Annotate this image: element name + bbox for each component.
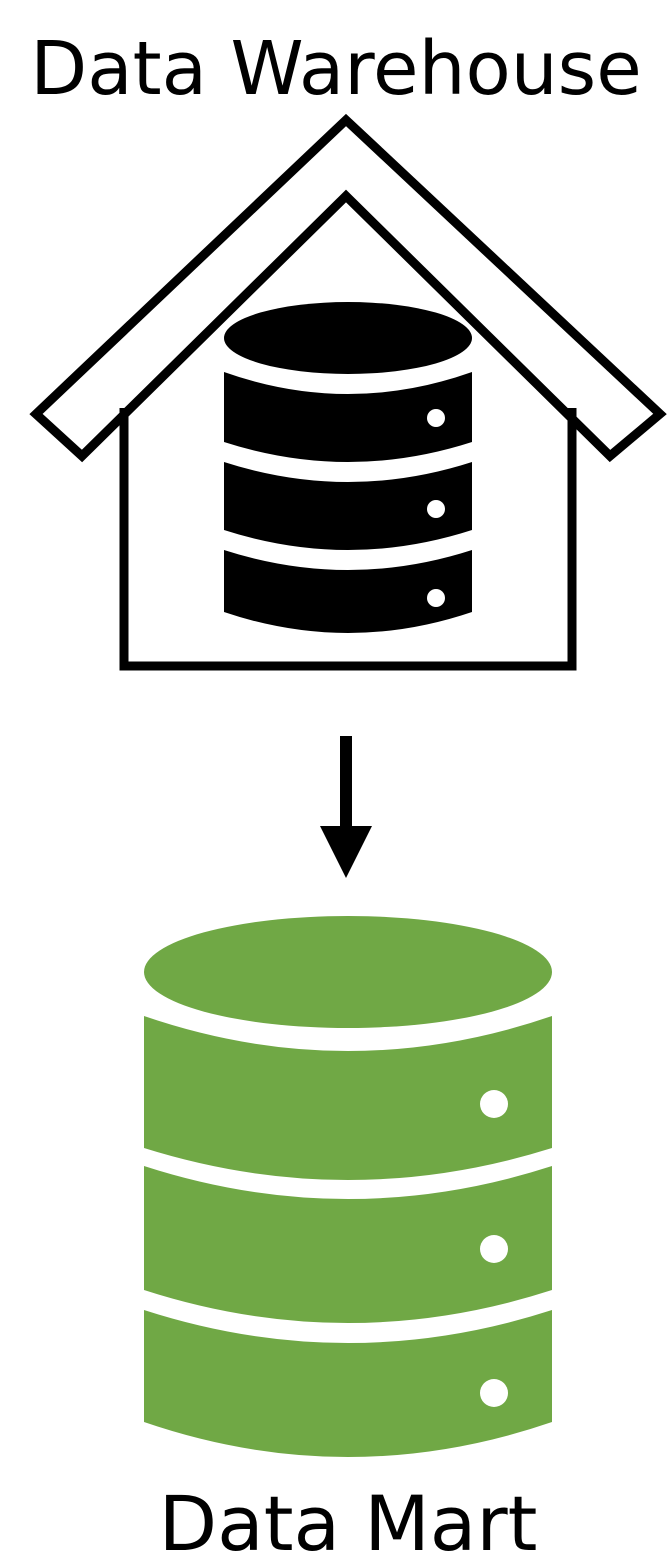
data-mart-database-icon (144, 916, 552, 1457)
house-with-database-icon (29, 113, 667, 671)
indicator-dot (480, 1235, 508, 1263)
house-walls-icon (119, 408, 577, 671)
indicator-dot (480, 1090, 508, 1118)
indicator-dot (427, 500, 445, 518)
arrow-down-icon (320, 736, 372, 878)
roof-icon (29, 113, 667, 463)
indicator-dot (427, 409, 445, 427)
indicator-dot (480, 1379, 508, 1407)
data-mart-label: Data Mart (159, 1479, 538, 1564)
data-warehouse-label: Data Warehouse (30, 26, 641, 112)
warehouse-database-icon (224, 302, 472, 633)
indicator-dot (427, 589, 445, 607)
